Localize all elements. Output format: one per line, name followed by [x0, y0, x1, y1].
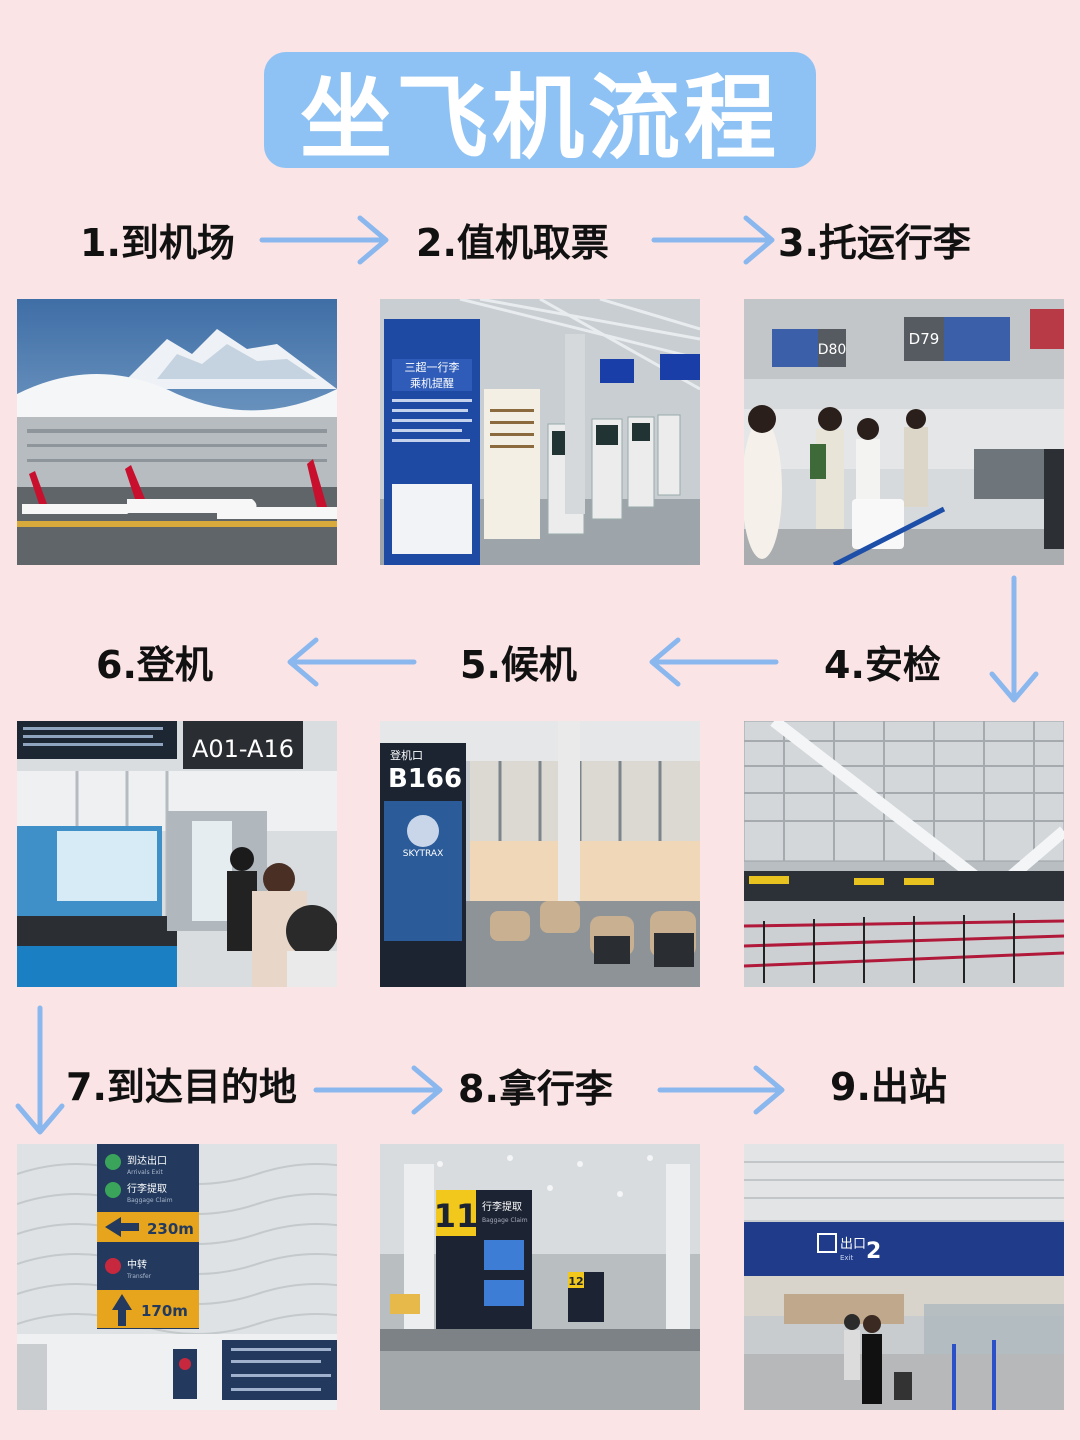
photo-arrival: 到达出口 Arrivals Exit 行李提取 Baggage Claim 23… — [17, 1144, 337, 1410]
title-banner: 坐飞机流程 — [264, 52, 816, 172]
arrival-transfer-en-text: Transfer — [126, 1273, 152, 1280]
right-arrow-icon — [259, 215, 389, 265]
step-5-label: 5.候机 — [460, 643, 577, 687]
step-1-label: 1.到机场 — [80, 221, 235, 265]
arrival-baggage-text: 行李提取 — [127, 1182, 167, 1195]
exit-number-text: 2 — [866, 1239, 881, 1264]
left-arrow-icon — [287, 637, 417, 687]
step-2-label: 2.值机取票 — [416, 221, 609, 265]
counter-d80-text: D80 — [818, 342, 847, 358]
photo-airport — [17, 299, 337, 565]
photo-boarding: A01-A16 — [17, 721, 337, 987]
arrival-distance-1-text: 230m — [147, 1220, 194, 1238]
right-arrow-icon — [651, 215, 775, 265]
exit-icon — [817, 1233, 837, 1253]
photo-exit: 出口 Exit 2 — [744, 1144, 1064, 1410]
gate-number-text: B166 — [388, 764, 462, 794]
carousel-11-text: 11 — [434, 1197, 479, 1235]
baggage-claim-en-text: Baggage Claim — [482, 1217, 528, 1224]
checkin-notice-text: 三超一行李 — [405, 360, 460, 374]
counter-d79-text: D79 — [909, 330, 940, 348]
checkin-notice-sub-text: 乘机提醒 — [410, 376, 454, 390]
gate-label-text: 登机口 — [390, 748, 423, 762]
up-arrow-icon — [112, 1294, 132, 1326]
arrival-exit-en-text: Arrivals Exit — [127, 1169, 164, 1176]
right-arrow-icon — [313, 1065, 443, 1115]
arrival-distance-2-text: 170m — [141, 1302, 188, 1320]
right-arrow-icon — [657, 1065, 785, 1115]
photo-security — [744, 721, 1064, 987]
left-arrow-icon — [649, 637, 779, 687]
exit-label-text: 出口 — [840, 1237, 866, 1252]
baggage-claim-text: 行李提取 — [482, 1200, 522, 1213]
step-8-label: 8.拿行李 — [458, 1067, 613, 1111]
gate-range-text: A01-A16 — [192, 735, 294, 763]
carousel-12-text: 12 — [568, 1275, 583, 1288]
photo-baggage-drop: D80 D79 — [744, 299, 1064, 565]
page-title: 坐飞机流程 — [299, 64, 780, 172]
step-7-label: 7.到达目的地 — [66, 1065, 297, 1109]
arrival-baggage-en-text: Baggage Claim — [127, 1197, 173, 1204]
arrival-transfer-text: 中转 — [127, 1258, 147, 1271]
step-9-label: 9.出站 — [830, 1065, 947, 1109]
photo-waiting: 登机口 B166 SKYTRAX — [380, 721, 700, 987]
ad-text: SKYTRAX — [403, 849, 444, 859]
down-arrow-icon — [989, 575, 1039, 703]
down-arrow-icon — [15, 1005, 65, 1135]
exit-label-en-text: Exit — [840, 1254, 854, 1262]
step-6-label: 6.登机 — [96, 643, 213, 687]
step-3-label: 3.托运行李 — [778, 221, 971, 265]
left-arrow-icon — [105, 1217, 139, 1237]
photo-checkin: 三超一行李 乘机提醒 — [380, 299, 700, 565]
step-4-label: 4.安检 — [824, 643, 941, 687]
photo-baggage-claim: 11 行李提取 Baggage Claim 12 — [380, 1144, 700, 1410]
arrival-exit-text: 到达出口 — [127, 1154, 167, 1167]
